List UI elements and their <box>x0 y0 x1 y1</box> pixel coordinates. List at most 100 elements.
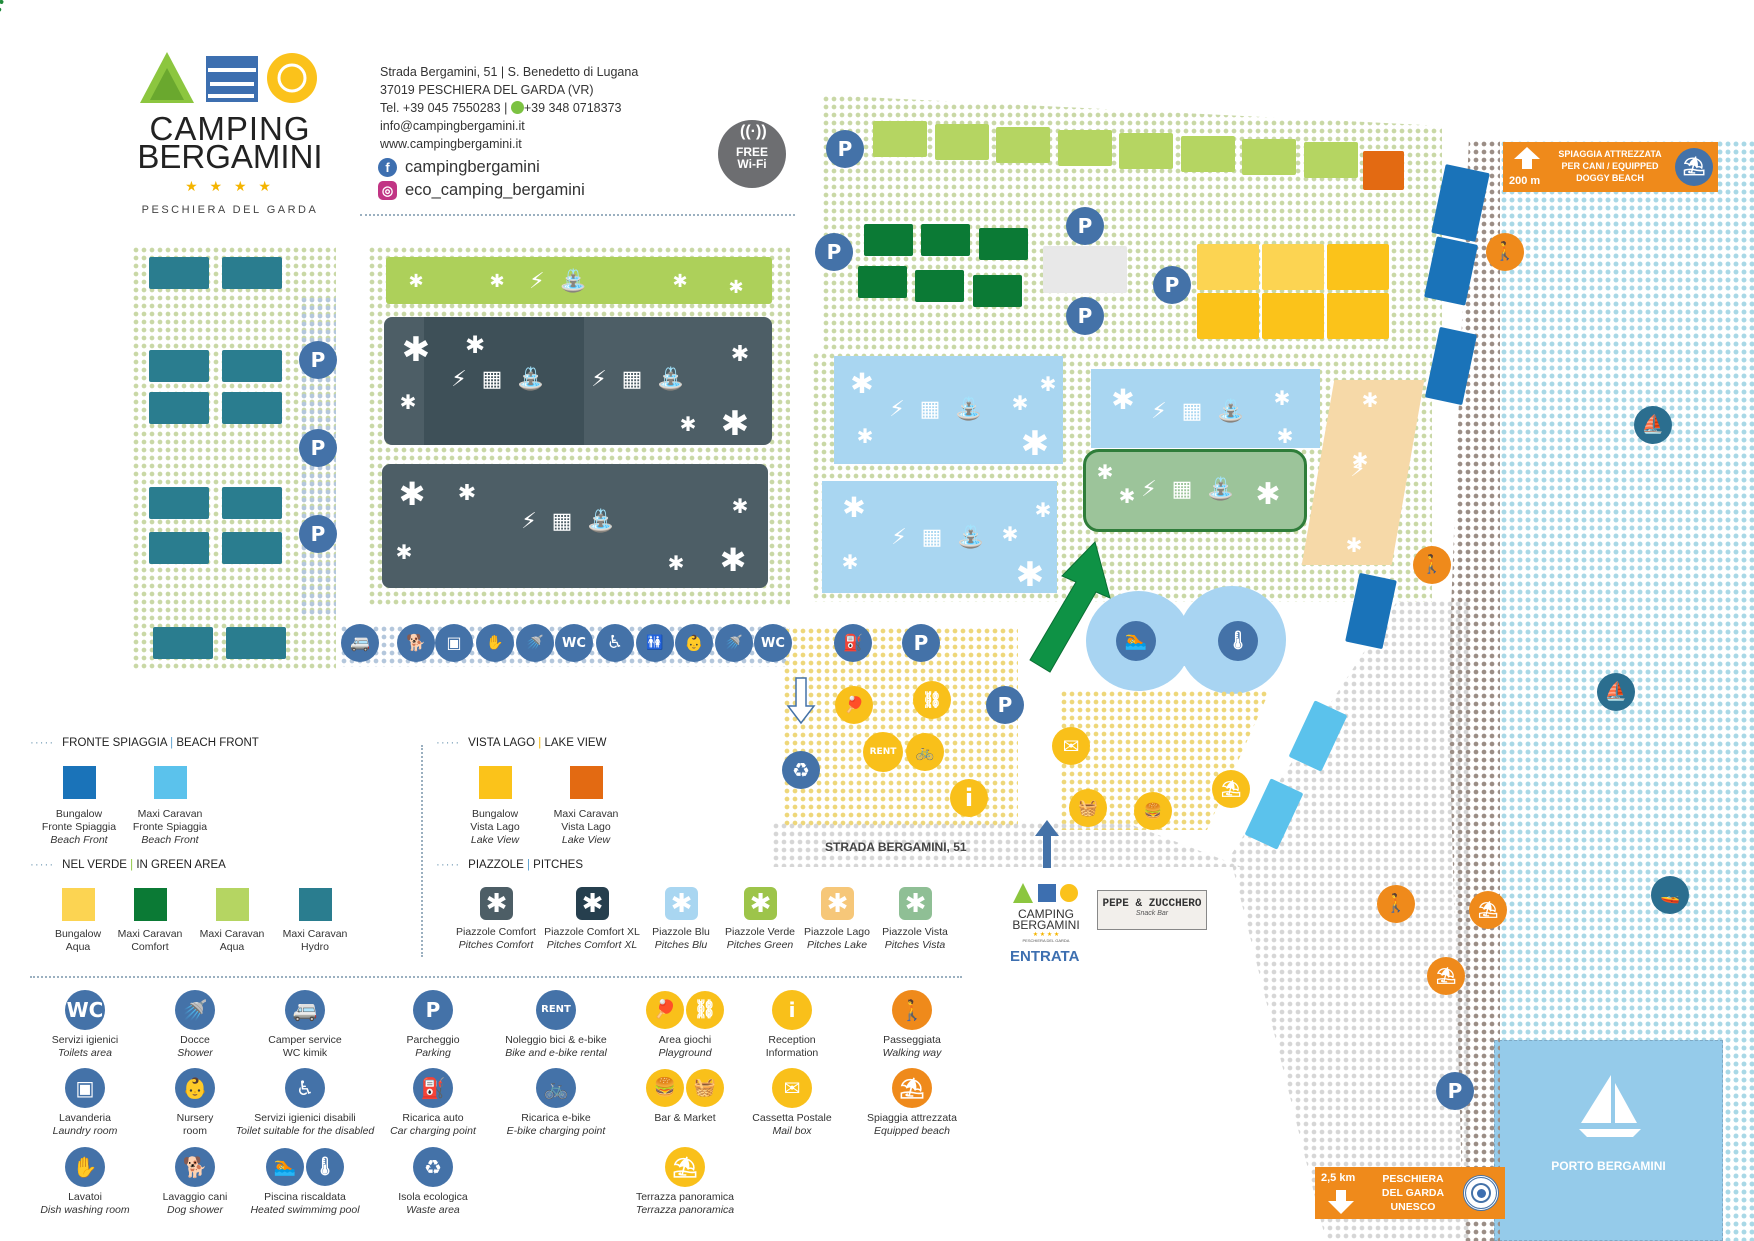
maxi-caravan-aqua <box>996 127 1050 163</box>
whatsapp-number[interactable]: +39 348 0718373 <box>523 101 622 115</box>
entrance-logo-line2: BERGAMINI <box>1012 918 1080 932</box>
wc-icon: WC <box>555 624 593 662</box>
ebike-charging-icon: 🚲 <box>536 1068 576 1108</box>
bike-rent-icon: RENT <box>863 732 903 772</box>
swatch-lake-view <box>570 766 603 799</box>
car-charging-icon: ⛽ <box>834 624 872 662</box>
maxi-caravan-hydro <box>222 257 282 289</box>
playground-icon-secondary: ⛓ <box>686 991 724 1029</box>
doggy-beach-sign: 200 m SPIAGGIA ATTREZZATA PER CANI / EQU… <box>1503 142 1718 192</box>
email-link[interactable]: info@campingbergamini.it <box>380 119 525 133</box>
dish-washing-icon: ✋ <box>65 1147 105 1187</box>
pitch-asterisk-icon: ✱ <box>1255 477 1281 512</box>
pitch-asterisk-icon: ✱ <box>1034 498 1052 522</box>
utility-hookup-icons: ⚡ ▦ ⛲ <box>451 367 549 392</box>
swatch-green-area <box>134 888 167 921</box>
pitch-asterisk-icon: ✱ <box>1011 391 1029 415</box>
shower-icon: 🚿 <box>175 990 215 1030</box>
entrance-logo-stars: ★ ★ ★ ★ <box>1032 932 1060 938</box>
pitch-asterisk-icon: ✱ <box>399 390 417 414</box>
nursery-icon: 👶 <box>175 1068 215 1108</box>
pitch-asterisk-icon: ✱ <box>1039 372 1057 396</box>
camper-service-icon: 🚐 <box>341 624 379 662</box>
doggy-text: SPIAGGIA ATTREZZATA PER CANI / EQUIPPED … <box>1558 149 1662 183</box>
boat-icon: ⛵ <box>1597 673 1635 711</box>
maxi-caravan-hydro <box>222 487 282 519</box>
recycle-icon: ♻ <box>782 751 820 789</box>
instagram-icon: ◎ <box>378 181 397 200</box>
wheelchair-icon: ♿ <box>285 1068 325 1108</box>
bike-rent-icon: RENT <box>536 990 576 1030</box>
recycle-icon: ♻ <box>413 1147 453 1187</box>
parking-icon: P <box>815 233 853 271</box>
equipped-beach-icon: ⛱ <box>1469 891 1507 929</box>
maxi-caravan-hydro <box>149 392 209 424</box>
pitch-asterisk-icon: ✱ <box>395 540 413 564</box>
maxi-caravan-comfort <box>921 224 970 256</box>
utility-hookup-icons: ⚡ <box>1350 457 1370 482</box>
instagram-link[interactable]: ◎ eco_camping_bergamini <box>378 181 585 200</box>
pitch-type-icon: ✱ <box>480 887 513 920</box>
swatch-beach-front <box>63 766 96 799</box>
dish-washing-icon: ✋ <box>476 624 514 662</box>
maxi-caravan-aqua <box>1057 130 1112 166</box>
whatsapp-icon <box>510 101 524 114</box>
walking-icon: 🚶 <box>1413 546 1451 584</box>
shower-icon: 🚿 <box>516 624 554 662</box>
peschiera-line3: UNESCO <box>1390 1201 1436 1213</box>
swatch-green-area <box>62 888 95 921</box>
maxi-caravan-hydro <box>153 627 213 659</box>
utility-hookup-icons: ⚡ ⛲ <box>529 269 591 294</box>
telephone[interactable]: Tel. +39 045 7550283 | <box>380 101 508 115</box>
playground-icon: 🏓 <box>646 991 684 1029</box>
legend-heading-pitches: ·····PIAZZOLE | PITCHES <box>436 859 584 871</box>
nursery-icon: 👶 <box>675 624 713 662</box>
swatch-lake-view <box>479 766 512 799</box>
parking-icon: P <box>1066 207 1104 245</box>
wifi-label-2: Wi-Fi <box>737 157 767 171</box>
bar-market-icon-secondary: 🧺 <box>686 1069 724 1107</box>
down-arrow-icon <box>1328 1190 1354 1214</box>
laundry-icon: ▣ <box>435 624 473 662</box>
pitch-asterisk-icon: ✱ <box>728 277 744 298</box>
logo-title-1: CAMPING <box>149 110 311 147</box>
walking-icon: 🚶 <box>1486 233 1524 271</box>
utility-hookup-icons: ⚡ ▦ ⛲ <box>1151 399 1249 424</box>
dog-beach-icon: ⛱ <box>1675 148 1713 186</box>
laundry-icon: ▣ <box>65 1068 105 1108</box>
beach-icon: ⛱ <box>892 1068 932 1108</box>
logo: CAMPING BERGAMINI ★ ★ ★ ★ PESCHIERA DEL … <box>134 50 326 220</box>
snack-bar-name: PEPE & ZUCCHERO <box>1102 898 1202 910</box>
walking-icon: 🚶 <box>1377 885 1415 923</box>
website-link[interactable]: www.campingbergamini.it <box>380 137 522 151</box>
pitch-asterisk-icon: ✱ <box>1351 448 1369 472</box>
pitches-vista <box>1083 449 1307 532</box>
swatch-green-area <box>299 888 332 921</box>
bar-icon: 🍔 <box>1134 792 1172 830</box>
playground-icon: 🏓 <box>835 686 873 724</box>
pitch-asterisk-icon: ✱ <box>731 494 749 518</box>
parking-icon: P <box>299 341 337 379</box>
pitch-type-icon: ✱ <box>576 887 609 920</box>
maxi-caravan-hydro <box>149 532 209 564</box>
parking-icon: P <box>902 624 940 662</box>
instagram-handle: eco_camping_bergamini <box>405 181 585 199</box>
